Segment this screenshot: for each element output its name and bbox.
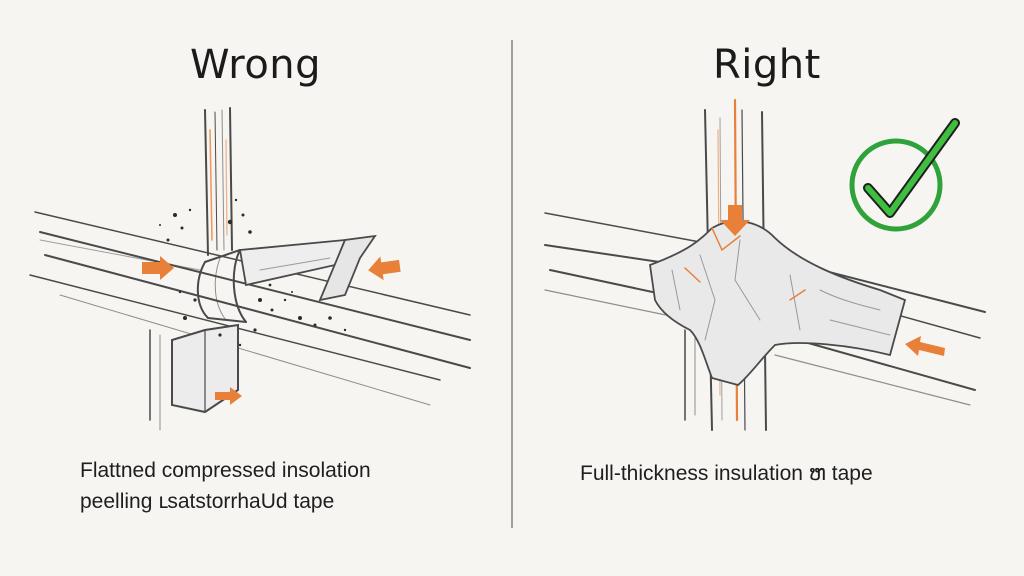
wrong-lower-block xyxy=(149,323,239,431)
panel-divider xyxy=(511,40,513,528)
wrong-compressed-insulation xyxy=(196,249,247,323)
wrong-peeling-tape xyxy=(238,234,377,302)
right-caption-line-1: Full-thickness insulation ຫ tape xyxy=(580,462,873,485)
arrow-right-icon xyxy=(215,387,242,405)
wrong-vertical-stud xyxy=(204,107,233,256)
arrow-down-icon xyxy=(720,205,750,236)
arrow-right-icon xyxy=(142,256,174,280)
wrong-debris xyxy=(159,198,347,347)
wrong-caption-line-1: Flattned compressed insolation xyxy=(80,459,371,482)
wrong-title: Wrong xyxy=(190,42,322,88)
arrow-left-icon xyxy=(368,256,401,281)
wrong-horizontal-duct xyxy=(29,211,471,406)
wrong-illustration xyxy=(29,107,471,431)
check-circle-icon xyxy=(849,118,960,232)
wrong-caption-line-2: peelling ւsatstorrhaUd tape xyxy=(80,490,335,513)
right-illustration xyxy=(544,98,986,431)
wrong-orange-arrows xyxy=(142,256,401,405)
right-orange-arrows xyxy=(720,205,945,356)
arrow-left-icon xyxy=(905,336,945,356)
right-title: Right xyxy=(713,42,821,88)
